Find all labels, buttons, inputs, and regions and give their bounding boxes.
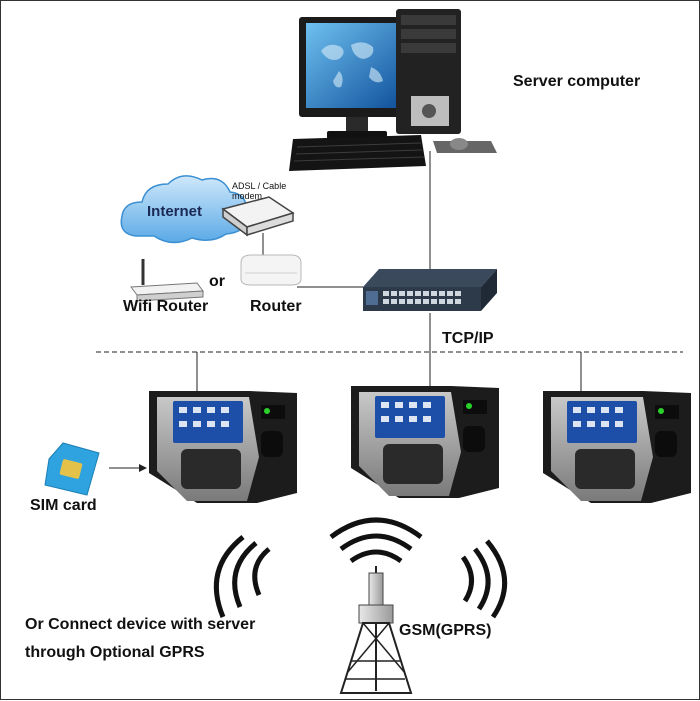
server-computer-label: Server computer [513, 73, 641, 90]
internet-cloud [120, 175, 248, 244]
or-label: or [209, 273, 225, 290]
router-label: Router [250, 298, 302, 315]
monitor-screen [306, 23, 404, 108]
signal-waves-right [460, 539, 508, 619]
gsm-label: GSM(GPRS) [399, 622, 492, 639]
sim-arrow-head [139, 464, 147, 472]
internet-label: Internet [147, 203, 203, 220]
sim-card-icon [44, 442, 100, 496]
attendance-device-left [149, 391, 297, 503]
signal-waves-left [213, 535, 271, 618]
connection-lines [96, 151, 683, 472]
keyboard [289, 135, 426, 171]
mouse [450, 138, 468, 150]
wireless-signal-icons [213, 517, 508, 619]
signal-waves-top [329, 517, 423, 564]
network-switch [363, 269, 497, 311]
gprs-label-line2: through Optional GPRS [25, 644, 205, 661]
wifi-router-label: Wifi Router [123, 298, 209, 315]
tcpip-label: TCP/IP [442, 330, 494, 347]
router-device [240, 254, 302, 286]
sim-card-label: SIM card [30, 497, 97, 514]
wifi-router [130, 259, 204, 302]
modem-label-line1: ADSL / Cable [232, 181, 287, 191]
gprs-label-line1: Or Connect device with server [25, 616, 256, 633]
adsl-modem [221, 196, 295, 237]
gsm-tower-icon [339, 566, 413, 694]
server-computer [289, 9, 497, 171]
attendance-device-right [543, 391, 691, 503]
modem-label-line2: modem [232, 191, 263, 201]
attendance-device-center [351, 386, 499, 498]
